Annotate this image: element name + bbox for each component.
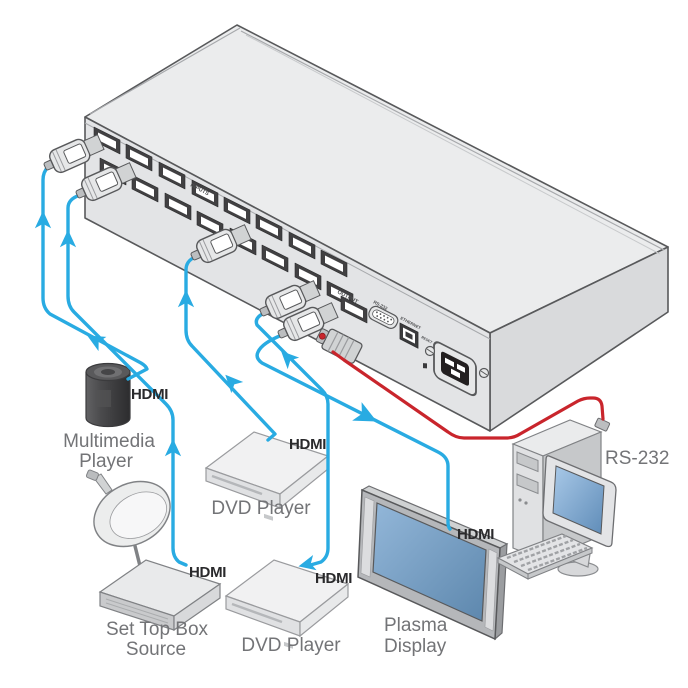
dvd-player-top-device [204,431,330,521]
set-top-box-device [98,559,222,632]
pc-monitor [542,455,617,577]
set-top-box-label-line2: Source [126,639,186,660]
reset-button [423,363,427,369]
hdmi-label-multimedia: HDMI [131,386,168,403]
arrow-icon [352,402,382,431]
power-inlet [424,341,490,397]
satellite-dish [85,469,171,567]
dvd-player-bottom-label: DVD Player [241,635,341,656]
cable-set-top-box [66,193,188,567]
dvd-player-bottom-device [224,559,350,649]
pc-keyboard [496,533,594,580]
cable-output-plasma [255,333,452,531]
multimedia-player-label-line1: Multimedia [63,431,155,452]
hdmi-label-dvd-top: HDMI [289,436,326,453]
diagram-labels: HDMI Multimedia Player HDMI DVD Player H… [63,386,669,660]
ethernet-port [399,322,419,349]
set-top-box-label-line1: Set Top Box [106,619,209,640]
rs232-panel-label: RS-232 [373,299,389,311]
computer-rs232-label: RS-232 [605,448,669,469]
pc-rs232-connector [594,417,611,432]
hdmi-switcher-chassis: INPUTS OUTPUT RS-232 ETHERNET RESET [84,24,669,432]
cable-dvd-top [184,255,277,442]
multimedia-player-device [85,362,131,428]
hdmi-label-set-top-box: HDMI [189,564,226,581]
plasma-display-label-line1: Plasma [384,615,448,636]
rs232-port [368,305,399,329]
multimedia-player-label-line2: Player [79,451,134,472]
hdmi-label-dvd-bottom: HDMI [315,570,352,587]
plasma-display-device [357,485,509,641]
computer-device [496,417,617,580]
rs232-cable-path [331,350,605,440]
reset-panel-label: RESET [421,335,434,345]
cable-multimedia-player [41,165,149,381]
hdmi-label-plasma: HDMI [457,526,494,543]
hdmi-cables [41,165,452,568]
rs232-cable [331,350,605,440]
plasma-display-label-line2: Display [384,636,447,657]
dvd-player-top-label: DVD Player [211,498,311,519]
